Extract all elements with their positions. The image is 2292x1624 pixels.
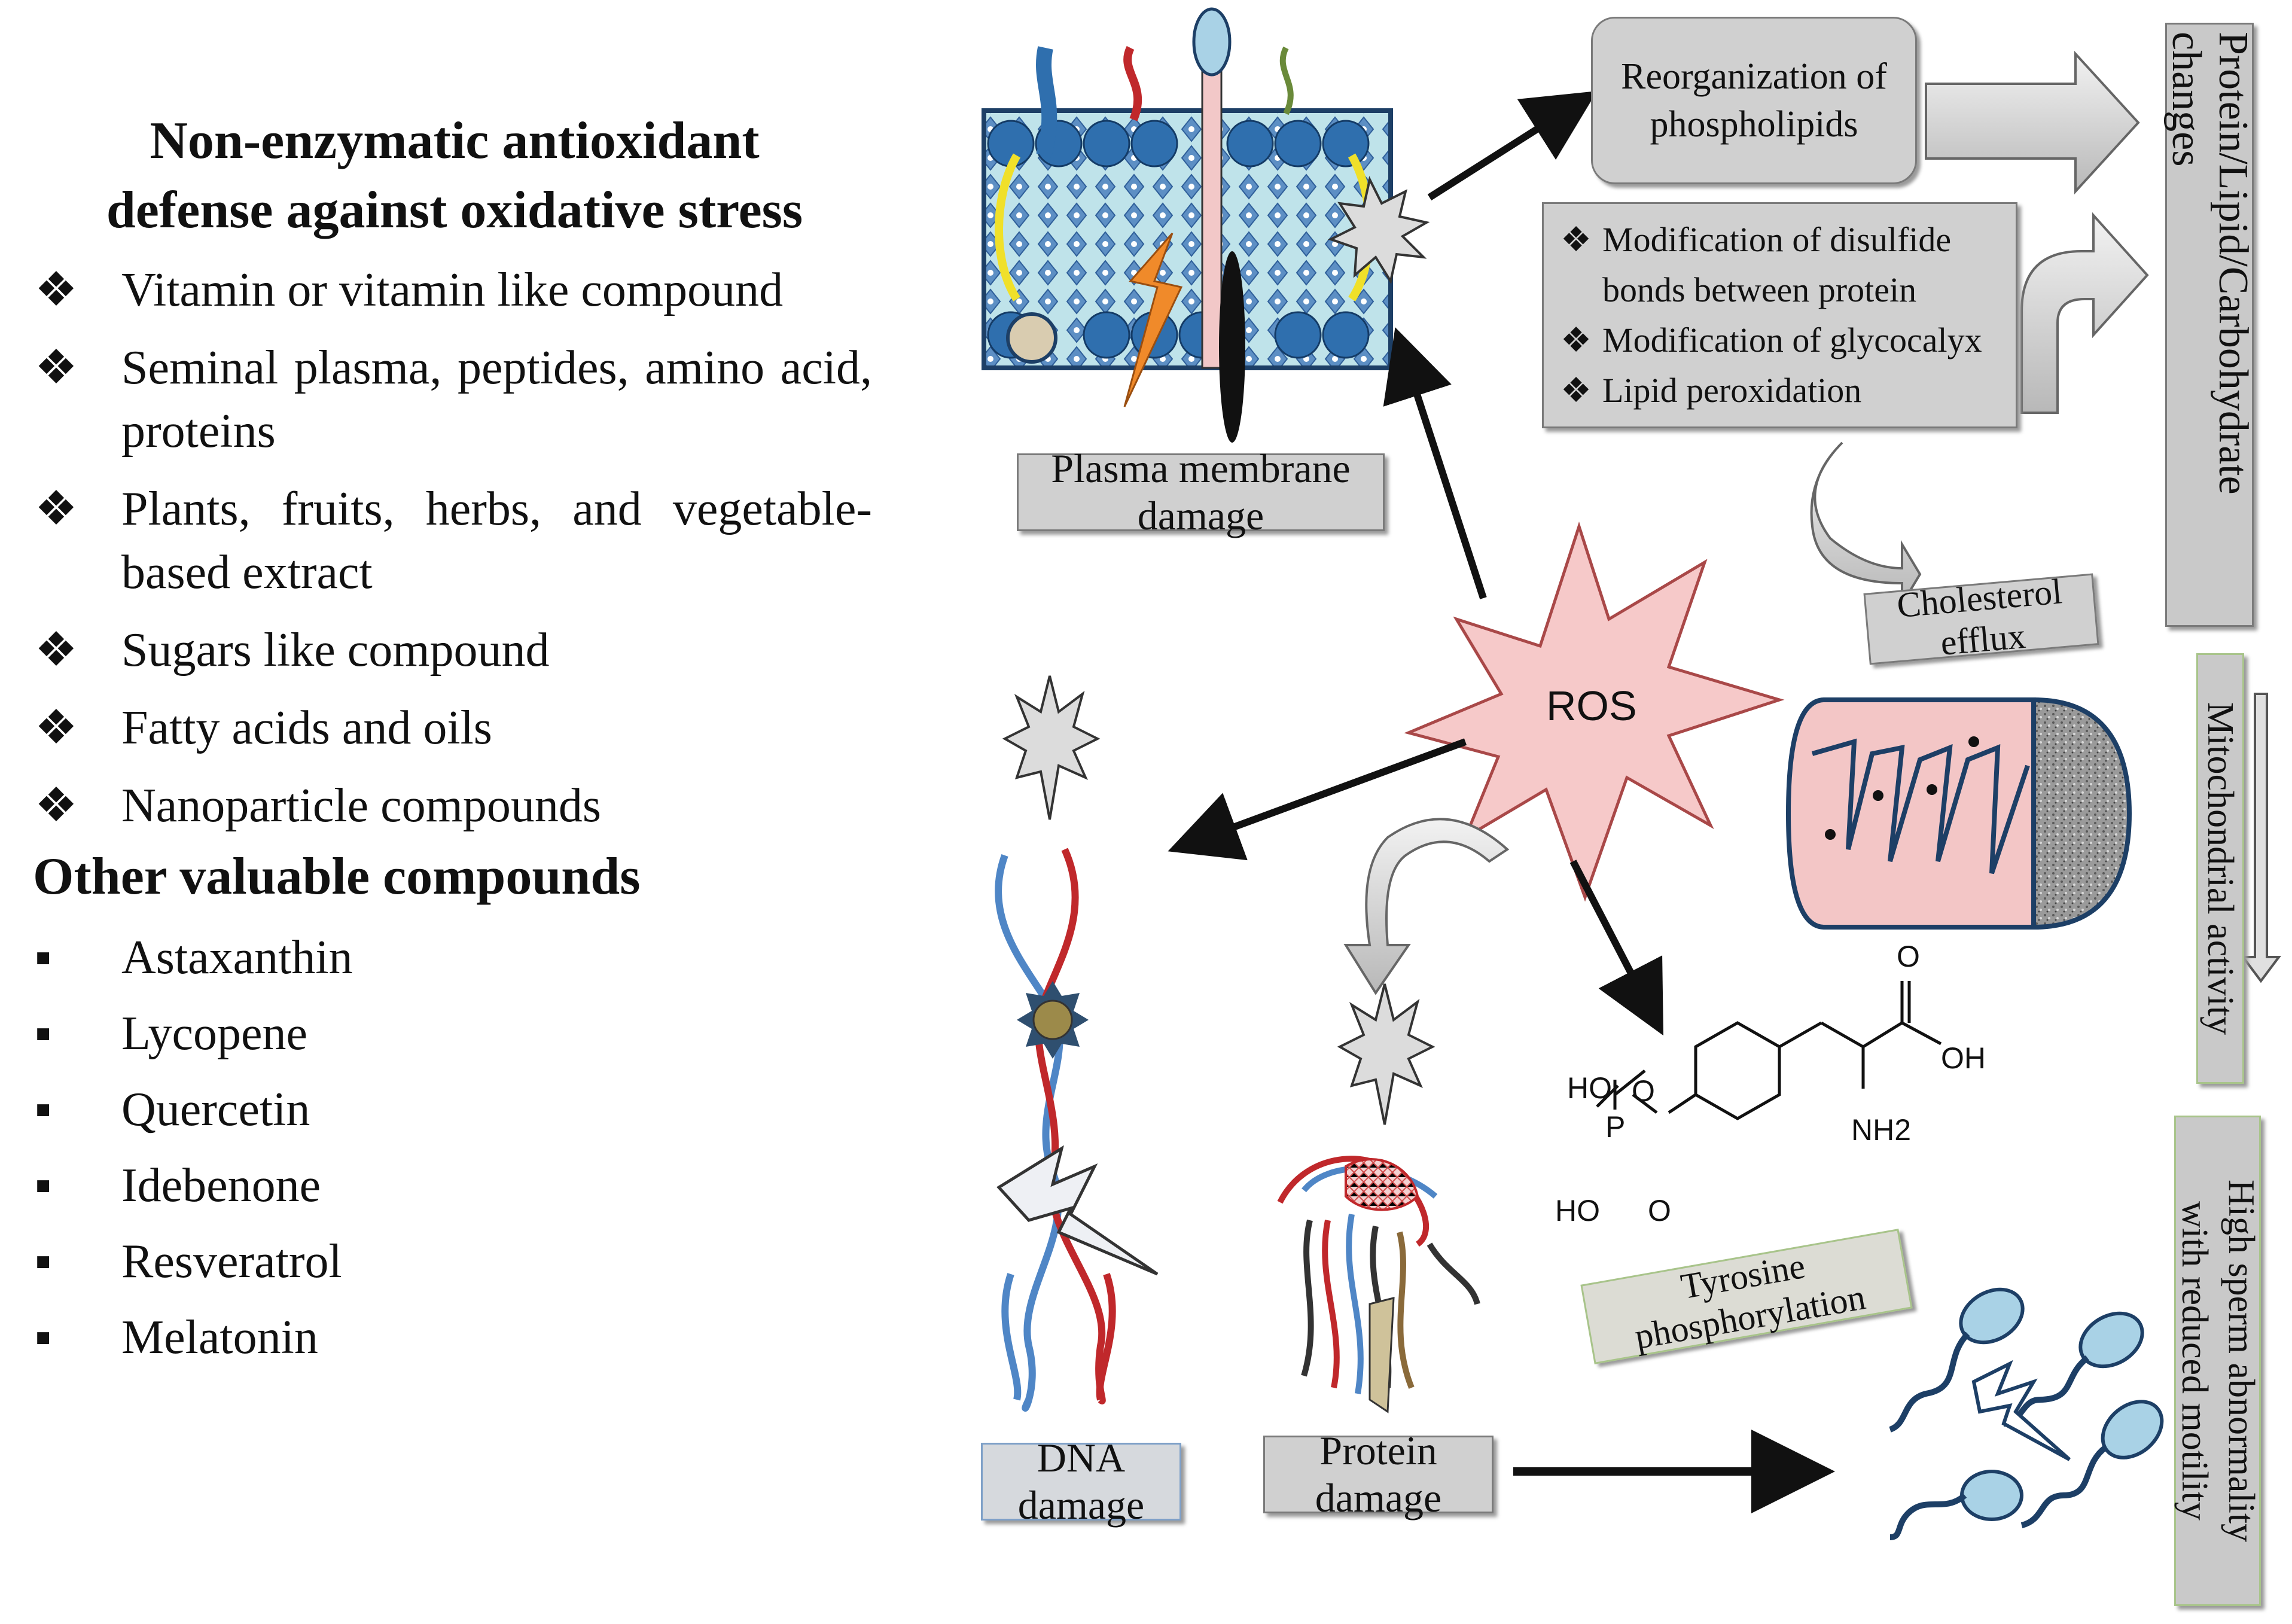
sperm-cells-illustration (1888, 1287, 2164, 1540)
bullet-icon: ▪ (35, 1235, 52, 1288)
list-item-text: Melatonin (121, 1311, 318, 1364)
modification-text: Modification of glycocalyx (1602, 321, 1982, 359)
list-item-text: Nanoparticle compounds (121, 779, 601, 832)
bullet-icon: ❖ (35, 779, 78, 832)
list-item: ▪ Melatonin (35, 1306, 752, 1369)
other-compounds-list: ▪ Astaxanthin ▪ Lycopene ▪ Quercetin ▪ Idebe… (35, 926, 752, 1369)
dna-helix-illustration (995, 848, 1116, 1412)
protein-lipid-label: Protein/Lipid/Carbohydrate changes (2163, 32, 2256, 495)
list-item-text: Seminal plasma, peptides, amino acid, pr… (121, 342, 872, 458)
list-item-text: Resveratrol (121, 1235, 342, 1288)
list-item: ▪ Lycopene (35, 1002, 752, 1065)
dna-damage-label: DNA damage (1017, 1435, 1145, 1528)
bullet-icon: ❖ (35, 624, 78, 677)
bullet-icon: ❖ (35, 702, 78, 754)
list-item: ▪ Astaxanthin (35, 926, 752, 989)
sperm-abnormality-line1: High sperm abnormality (2220, 1179, 2261, 1543)
list-item-text: Quercetin (121, 1083, 310, 1136)
left-title-line1: Non-enzymatic antioxidant (150, 112, 760, 170)
cholesterol-box: Cholesterol efflux (1863, 571, 2099, 665)
chem-o-p: O (1632, 1074, 1655, 1108)
list-item: ❖ Vitamin or vitamin like compound (35, 258, 872, 322)
list-item: ❖ Lipid peroxidation (1560, 365, 2004, 416)
left-title-line2: defense against oxidative stress (106, 181, 803, 239)
chem-o-link: O (1648, 1194, 1671, 1227)
list-item: ❖ Nanoparticle compounds (35, 774, 872, 837)
list-item: ❖ Fatty acids and oils (35, 696, 872, 760)
sperm-abnormality-sidebar: High sperm abnormality with reduced moti… (2174, 1116, 2261, 1606)
bullet-icon: ❖ (1560, 321, 1592, 359)
list-item-text: Plants, fruits, herbs, and vegetable-bas… (121, 483, 872, 599)
modification-text: Lipid peroxidation (1602, 371, 1862, 410)
plasma-membrane-label: Plasma membrane damage (1051, 446, 1351, 538)
bullet-icon: ❖ (1560, 220, 1592, 259)
bullet-icon: ▪ (35, 931, 52, 984)
list-item: ❖ Seminal plasma, peptides, amino acid, p… (35, 336, 872, 463)
list-item: ❖ Plants, fruits, herbs, and vegetable-ba… (35, 477, 872, 604)
dna-damage-box: DNA damage (981, 1435, 1181, 1528)
ros-label: ROS (1546, 682, 1637, 729)
list-item-text: Fatty acids and oils (121, 702, 492, 754)
reorganization-box: Reorganization of phospholipids (1591, 17, 1917, 184)
chem-p: P (1605, 1110, 1626, 1144)
phosphotyrosine-structure (1596, 981, 1942, 1120)
bullet-icon: ❖ (35, 483, 78, 535)
antioxidant-list: ❖ Vitamin or vitamin like compound ❖ Semin… (35, 258, 872, 837)
sperm-abnormality-line2: with reduced motility (2174, 1201, 2215, 1521)
bullet-icon: ▪ (35, 1083, 52, 1136)
modification-text: Modification of disulfide bonds between … (1602, 220, 1952, 309)
bullet-icon: ❖ (1560, 371, 1592, 410)
bullet-icon: ❖ (35, 342, 78, 394)
protein-damage-illustration (1277, 1156, 1480, 1394)
protein-lipid-sidebar: Protein/Lipid/Carbohydrate changes (2163, 23, 2256, 627)
plasma-membrane-box: Plasma membrane damage (1017, 446, 1385, 538)
left-title: Non-enzymatic antioxidant defense agains… (24, 106, 885, 245)
list-item: ▪ Quercetin (35, 1078, 752, 1141)
chem-ho2: HO (1555, 1194, 1600, 1227)
list-item: ❖ Modification of disulfide bonds between… (1560, 215, 2004, 315)
protein-damage-box: Protein damage (1263, 1428, 1494, 1521)
bullet-icon: ❖ (35, 264, 78, 316)
chem-oh: OH (1941, 1041, 1986, 1075)
list-item: ▪ Idebenone (35, 1154, 752, 1217)
plasma-membrane-illustration (982, 7, 1430, 443)
other-compounds-heading: Other valuable compounds (33, 848, 641, 906)
list-item-text: Lycopene (121, 1007, 307, 1060)
mitochondrion-illustration (1785, 697, 2132, 930)
chem-o-top: O (1897, 940, 1920, 973)
reorganization-label: Reorganization of phospholipids (1621, 56, 1887, 145)
list-item: ❖ Modification of glycocalyx (1560, 315, 2004, 365)
list-item-text: Idebenone (121, 1159, 321, 1212)
ros-starburst (1404, 521, 1785, 902)
bullet-icon: ▪ (35, 1007, 52, 1060)
protein-damage-label: Protein damage (1315, 1428, 1442, 1521)
mitochondrial-label: Mitochondrial activity (2200, 702, 2241, 1035)
list-item-text: Astaxanthin (121, 931, 353, 984)
list-item-text: Vitamin or vitamin like compound (121, 264, 784, 316)
list-item: ❖ Sugars like compound (35, 618, 872, 682)
modifications-box: ❖ Modification of disulfide bonds between… (1542, 202, 2017, 428)
chem-nh2: NH2 (1851, 1113, 1912, 1147)
list-item: ▪ Resveratrol (35, 1230, 752, 1293)
mitochondrial-sidebar: Mitochondrial activity (2196, 653, 2244, 1084)
bullet-icon: ▪ (35, 1159, 52, 1212)
list-item-text: Sugars like compound (121, 624, 550, 677)
bullet-icon: ▪ (35, 1311, 52, 1364)
sperm-abnormality-label: High sperm abnormality with reduced moti… (2171, 1180, 2264, 1542)
chem-ho1: HO (1567, 1071, 1612, 1105)
